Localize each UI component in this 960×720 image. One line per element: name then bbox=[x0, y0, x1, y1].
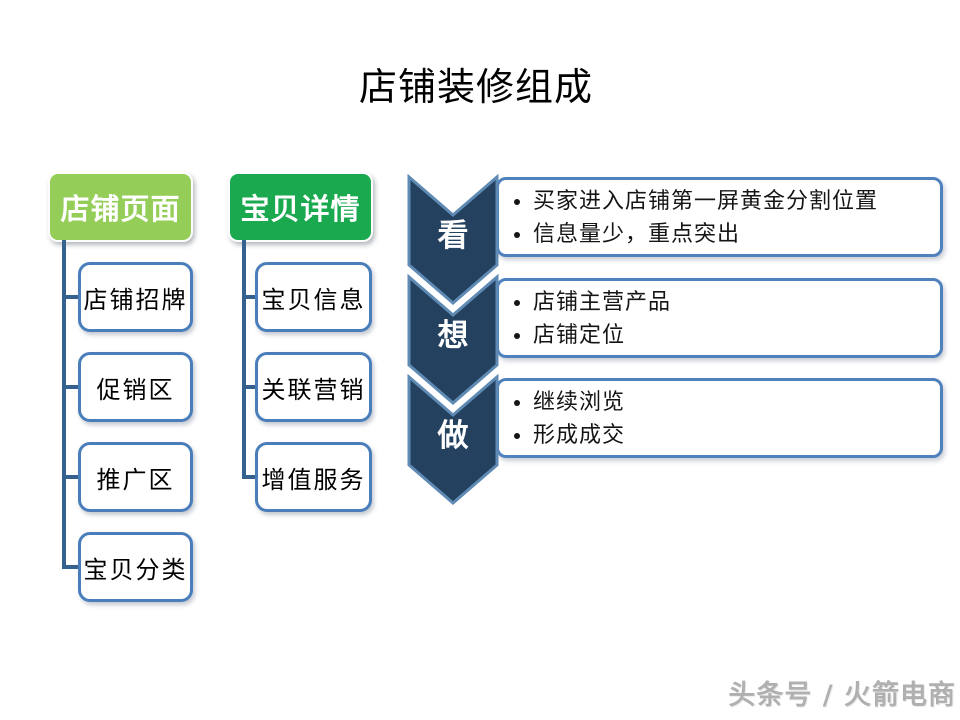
bullet-list: 买家进入店铺第一屏黄金分割位置 信息量少，重点突出 bbox=[499, 180, 940, 251]
connector-stub bbox=[242, 295, 255, 299]
column-header-item-detail: 宝贝详情 bbox=[228, 172, 373, 242]
chevron-down-icon bbox=[407, 274, 499, 405]
chevron-label: 看 bbox=[437, 218, 469, 254]
bullet-item: 买家进入店铺第一屏黄金分割位置 bbox=[533, 185, 934, 218]
chevron-label: 做 bbox=[437, 418, 469, 454]
note-box-do: 继续浏览 形成成交 bbox=[496, 378, 943, 458]
chevron-label: 想 bbox=[437, 318, 469, 354]
node-item-categories: 宝贝分类 bbox=[78, 532, 193, 602]
node-spread-area: 推广区 bbox=[78, 442, 193, 512]
chevron-step-do: 做 bbox=[406, 374, 500, 505]
node-item-info: 宝贝信息 bbox=[255, 262, 372, 332]
note-box-look: 买家进入店铺第一屏黄金分割位置 信息量少，重点突出 bbox=[496, 177, 943, 257]
watermark-text: 头条号 / 火箭电商 bbox=[728, 680, 956, 711]
node-promo-area: 促销区 bbox=[78, 352, 193, 422]
connector-line-column1 bbox=[62, 240, 66, 567]
bullet-item: 店铺定位 bbox=[533, 319, 934, 352]
bullet-item: 信息量少，重点突出 bbox=[533, 218, 934, 251]
node-value-added-service: 增值服务 bbox=[255, 442, 372, 512]
connector-stub bbox=[242, 385, 255, 389]
bullet-item: 形成成交 bbox=[533, 419, 934, 452]
connector-stub bbox=[62, 565, 78, 569]
bullet-item: 继续浏览 bbox=[533, 386, 934, 419]
node-store-banner: 店铺招牌 bbox=[78, 262, 193, 332]
note-box-think: 店铺主营产品 店铺定位 bbox=[496, 278, 943, 358]
chevron-step-think: 想 bbox=[406, 274, 500, 405]
connector-stub bbox=[242, 475, 255, 479]
column-header-store-page: 店铺页面 bbox=[48, 172, 193, 242]
connector-stub bbox=[62, 475, 78, 479]
connector-stub bbox=[62, 295, 78, 299]
bullet-list: 继续浏览 形成成交 bbox=[499, 381, 940, 452]
chevron-step-look: 看 bbox=[406, 174, 500, 305]
page-title: 店铺装修组成 bbox=[358, 65, 593, 109]
chevron-down-icon bbox=[407, 374, 499, 505]
connector-line-column2 bbox=[242, 240, 246, 477]
bullet-list: 店铺主营产品 店铺定位 bbox=[499, 281, 940, 352]
node-related-marketing: 关联营销 bbox=[255, 352, 372, 422]
connector-stub bbox=[62, 385, 78, 389]
chevron-down-icon bbox=[407, 174, 499, 305]
bullet-item: 店铺主营产品 bbox=[533, 286, 934, 319]
